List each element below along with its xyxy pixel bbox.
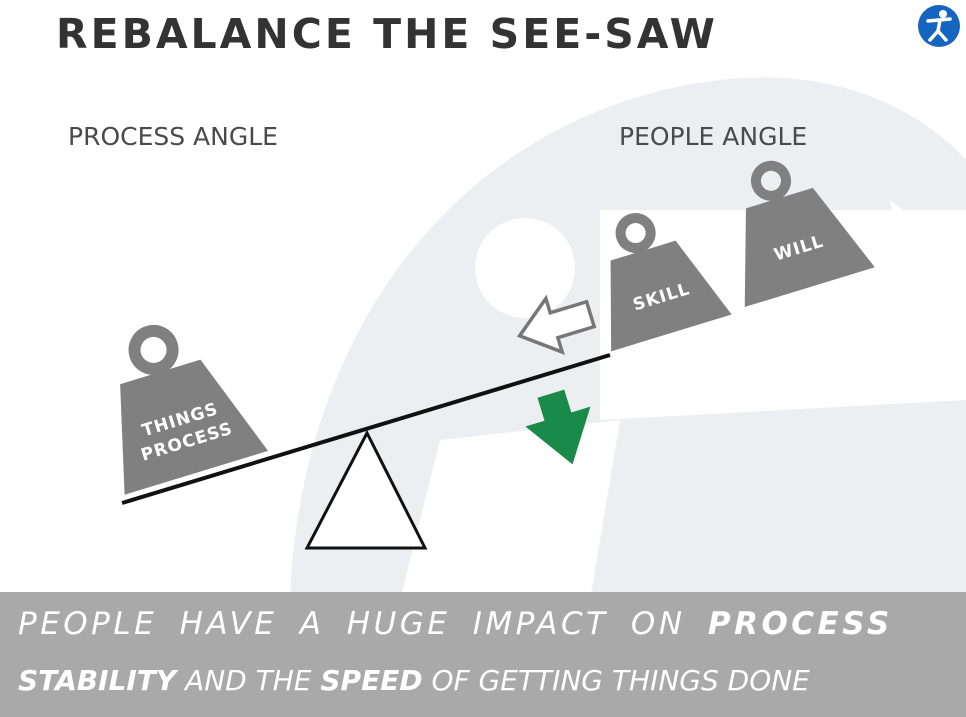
banner-text-getting-things-done: OF GETTING THINGS DONE (422, 664, 810, 697)
banner-text-process: PROCESS (707, 606, 893, 642)
banner-text-stability: STABILITY (18, 664, 177, 697)
see-saw-plank (121, 353, 611, 505)
message-banner: PEOPLE HAVE A HUGE IMPACT ON PROCESS STA… (0, 592, 966, 717)
banner-text-regular: PEOPLE HAVE A HUGE IMPACT ON (18, 606, 708, 642)
things-process-weight: THINGS PROCESS (120, 324, 269, 495)
banner-text-and-the: AND THE (176, 664, 321, 697)
skill-weight: SKILL (610, 213, 732, 352)
people-angle-label: PEOPLE ANGLE (619, 122, 808, 151)
slide-title: REBALANCE THE SEE-SAW (56, 10, 718, 58)
banner-text-speed: SPEED (320, 664, 423, 697)
process-angle-label: PROCESS ANGLE (68, 122, 278, 151)
fulcrum-triangle (304, 429, 428, 550)
will-weight: WILL (744, 160, 875, 308)
outline-left-arrow-icon (516, 294, 597, 355)
running-person-logo-icon (918, 5, 960, 47)
green-down-arrow-icon (525, 389, 591, 465)
banner-line-2: STABILITY AND THE SPEED OF GETTING THING… (18, 664, 948, 697)
banner-line-1: PEOPLE HAVE A HUGE IMPACT ON PROCESS (18, 606, 948, 642)
